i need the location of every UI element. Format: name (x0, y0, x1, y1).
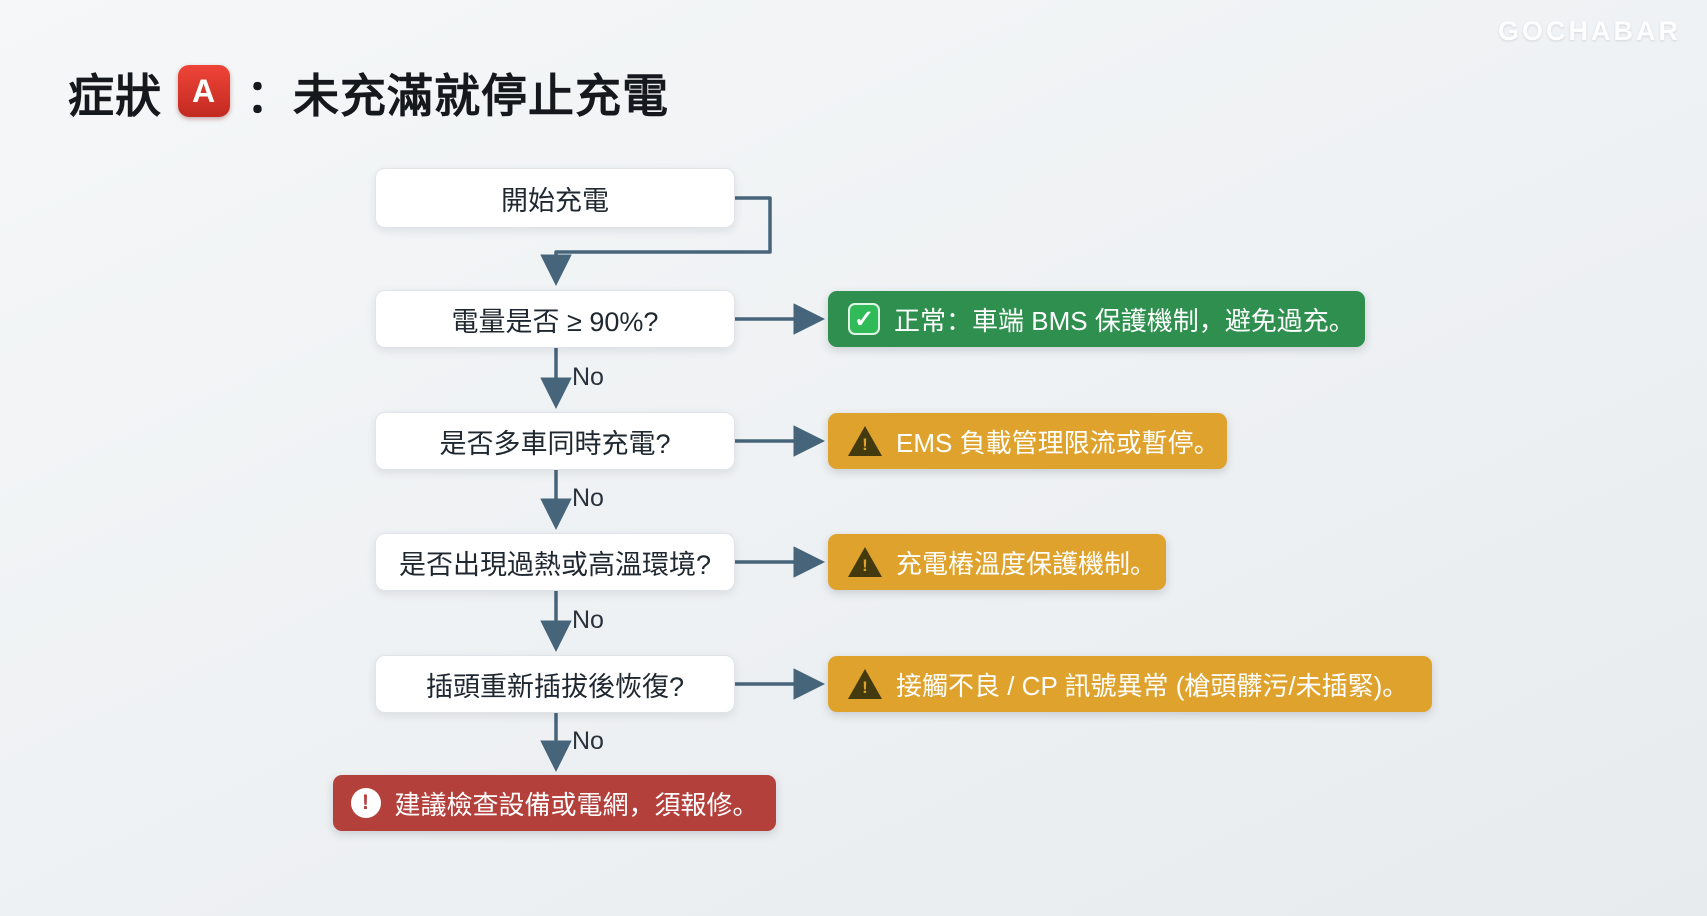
title-suffix: ：未充滿就停止充電 (246, 70, 669, 122)
flow-node-start: 開始充電 (375, 168, 735, 228)
exclamation-circle-icon: ! (350, 788, 381, 818)
warning-triangle-icon: ! (848, 669, 882, 699)
flow-node-question-battery-level: 電量是否 ≥ 90%? (375, 290, 735, 348)
title-prefix: 症狀 (68, 70, 162, 122)
result-text: 正常：車端 BMS 保護機制，避免過充。 (894, 305, 1355, 336)
page-title: 症狀 A ：未充滿就停止充電 (68, 60, 669, 126)
flow-node-label: 是否多車同時充電? (439, 428, 671, 459)
result-text: 充電樁溫度保護機制。 (896, 548, 1157, 579)
flow-node-label: 電量是否 ≥ 90%? (451, 306, 659, 337)
result-banner-temperature-protection: ! 充電樁溫度保護機制。 (828, 534, 1166, 590)
brand-watermark: GOCHABAR (1498, 16, 1681, 46)
flow-node-question-replug: 插頭重新插拔後恢復? (375, 655, 735, 713)
flow-node-label: 開始充電 (501, 185, 609, 216)
result-banner-normal: ✓ 正常：車端 BMS 保護機制，避免過充。 (828, 291, 1365, 347)
result-text: EMS 負載管理限流或暫停。 (896, 427, 1220, 458)
result-text: 接觸不良 / CP 訊號異常 (槍頭髒污/未插緊)。 (896, 670, 1409, 701)
result-text: 建議檢查設備或電網，須報修。 (394, 789, 759, 820)
branch-label-no: No (572, 484, 604, 512)
flow-node-question-overheat: 是否出現過熱或高溫環境? (375, 533, 735, 591)
warning-triangle-icon: ! (848, 426, 882, 456)
symptom-a-badge: A (178, 65, 230, 117)
branch-label-no: No (572, 606, 604, 634)
result-banner-contact-cp-signal: ! 接觸不良 / CP 訊號異常 (槍頭髒污/未插緊)。 (828, 656, 1432, 712)
branch-label-no: No (572, 363, 604, 391)
result-banner-ems-load: ! EMS 負載管理限流或暫停。 (828, 413, 1227, 469)
branch-label-no: No (572, 727, 604, 755)
flow-node-question-multi-vehicle: 是否多車同時充電? (375, 412, 735, 470)
check-icon: ✓ (848, 303, 880, 335)
warning-triangle-icon: ! (848, 547, 882, 577)
flow-node-label: 是否出現過熱或高溫環境? (398, 549, 711, 580)
flow-node-label: 插頭重新插拔後恢復? (425, 671, 685, 702)
result-banner-repair: ! 建議檢查設備或電網，須報修。 (333, 775, 776, 831)
